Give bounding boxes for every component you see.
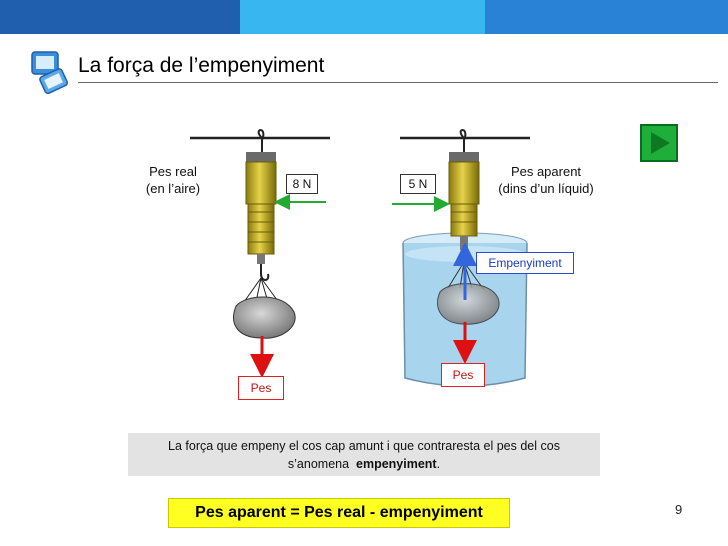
formula-box: Pes aparent = Pes real - empenyiment — [168, 498, 510, 528]
left-label-line1: Pes real — [149, 164, 197, 179]
note-line2-prefix: s’anomena — [287, 457, 350, 471]
left-scale-cap — [246, 152, 276, 162]
left-hook-top — [257, 129, 265, 152]
left-scale-body — [245, 161, 277, 205]
right-label-line2: (dins d’un líquid) — [498, 181, 594, 196]
right-weight-label: Pes — [441, 363, 485, 387]
banner-segment-mid — [485, 0, 728, 34]
play-button[interactable] — [640, 124, 678, 162]
left-hook-bottom — [260, 264, 270, 281]
note-line2: s’anomena empenyiment. — [128, 455, 600, 473]
right-scale-tube — [450, 203, 478, 237]
left-stone — [233, 296, 296, 339]
right-hook-top — [459, 129, 467, 152]
right-scale-ticks — [451, 211, 477, 223]
note-line2-suffix: . — [436, 457, 441, 471]
top-banner — [0, 0, 728, 34]
page-title: La força de l’empenyiment — [78, 54, 325, 77]
definition-note: La força que empeny el cos cap amunt i q… — [128, 433, 600, 476]
left-spring-scale — [190, 129, 330, 378]
left-weight-label: Pes — [238, 376, 284, 400]
banner-segment-dark — [0, 0, 240, 34]
banner-segment-light — [240, 0, 485, 34]
right-label: Pes aparent (dins d’un líquid) — [490, 163, 602, 197]
title-divider — [78, 82, 718, 83]
slide-logo-icon — [31, 51, 69, 95]
left-label: Pes real (en l’aire) — [138, 163, 208, 197]
right-scale-rod — [460, 236, 468, 250]
right-spring-scale — [392, 129, 530, 387]
left-scale-ticks — [248, 211, 274, 243]
right-label-line1: Pes aparent — [510, 164, 582, 179]
right-scale-body — [448, 161, 480, 205]
page-number: 9 — [675, 502, 683, 517]
play-icon — [651, 132, 670, 154]
left-reading-box: 8 N — [286, 174, 318, 194]
right-reading-box: 5 N — [400, 174, 436, 194]
left-label-line2: (en l’aire) — [145, 181, 201, 196]
left-scale-rod — [257, 254, 265, 264]
note-keyword: empenyiment — [356, 457, 437, 471]
right-stone — [437, 283, 500, 325]
buoyancy-label: Empenyiment — [476, 252, 574, 274]
right-scale-cap — [449, 152, 479, 162]
note-line1: La força que empeny el cos cap amunt i q… — [168, 439, 560, 453]
